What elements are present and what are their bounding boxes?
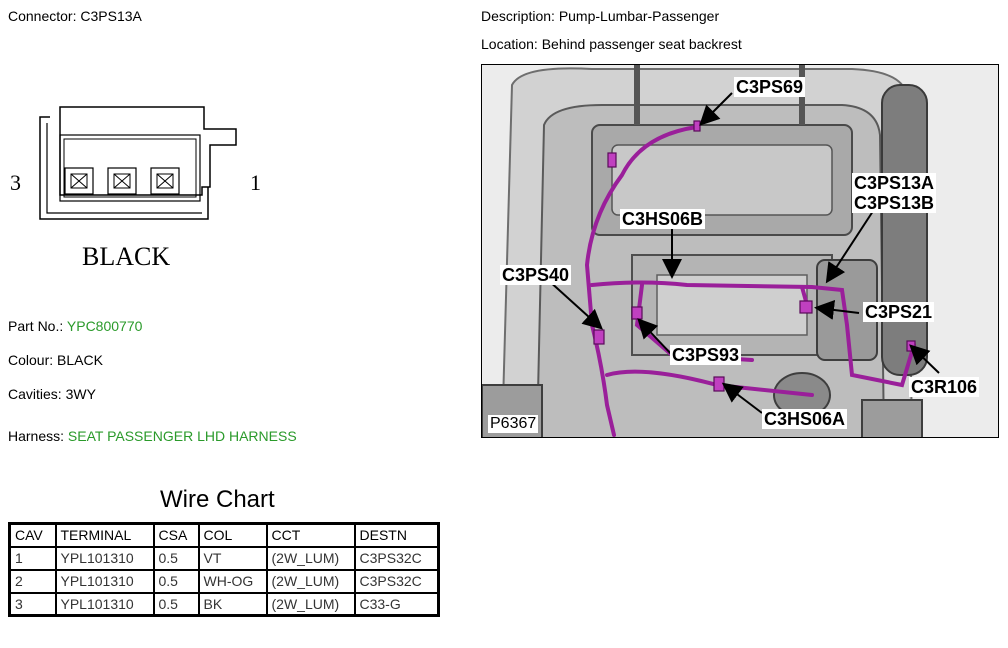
header-cct: CCT (265, 522, 356, 548)
colour-value: BLACK (57, 352, 103, 368)
photo-reference: P6367 (488, 415, 539, 433)
table-row: 1 YPL101310 0.5 VT (2W_LUM) C3PS32C (8, 545, 440, 571)
location-line: Location: Behind passenger seat backrest (481, 36, 742, 52)
callout-c3ps93: C3PS93 (670, 345, 742, 365)
header-terminal: TERMINAL (54, 522, 155, 548)
colour-line: Colour: BLACK (8, 352, 103, 368)
cavities-value: 3WY (65, 386, 96, 402)
callout-c3ps40: C3PS40 (500, 265, 572, 285)
connector-face-drawing: 3 1 BLACK (10, 106, 261, 271)
cavity-2-terminal (107, 167, 137, 195)
callout-c3ps13b: C3PS13B (852, 193, 937, 213)
connector-outer-outline (59, 106, 237, 196)
part-no-line: Part No.: YPC800770 (8, 318, 142, 334)
wire-chart-table: CAV TERMINAL CSA COL CCT DESTN 1 YPL1013… (8, 522, 440, 617)
cell-cct: (2W_LUM) (265, 545, 356, 571)
part-no-label: Part No.: (8, 318, 64, 334)
callout-c3r106: C3R106 (909, 377, 980, 397)
cell-csa: 0.5 (152, 591, 200, 617)
harness-label: Harness: (8, 428, 65, 444)
callout-c3ps21: C3PS21 (863, 302, 935, 322)
header-col: COL (197, 522, 268, 548)
cavity-1-terminal (150, 167, 180, 195)
cavities-line: Cavities: 3WY (8, 386, 96, 402)
part-no-link[interactable]: YPC800770 (66, 318, 143, 334)
header-csa: CSA (152, 522, 200, 548)
cell-cav: 2 (8, 568, 57, 594)
cavities-label: Cavities: (8, 386, 62, 402)
cavity-3-terminal (64, 167, 94, 195)
cell-cct: (2W_LUM) (265, 591, 356, 617)
table-row: 3 YPL101310 0.5 BK (2W_LUM) C33-G (8, 591, 440, 617)
cell-terminal: YPL101310 (54, 545, 155, 571)
cell-cct: (2W_LUM) (265, 568, 356, 594)
seat-frame-illustration (482, 65, 998, 437)
callout-arrows (547, 92, 940, 414)
drawing-colour-caption: BLACK (82, 242, 170, 271)
harness-link[interactable]: SEAT PASSENGER LHD HARNESS (67, 428, 297, 444)
cell-csa: 0.5 (152, 545, 200, 571)
callout-c3hs06a: C3HS06A (762, 409, 848, 429)
cell-destn: C33-G (353, 591, 440, 617)
connector-label: Connector: (8, 8, 77, 24)
table-row: 2 YPL101310 0.5 WH-OG (2W_LUM) C3PS32C (8, 568, 440, 594)
callout-c3ps13a: C3PS13A (852, 173, 937, 193)
cell-col: BK (197, 591, 268, 617)
cell-terminal: YPL101310 (54, 568, 155, 594)
cell-destn: C3PS32C (353, 545, 440, 571)
cavity-3-number: 3 (10, 170, 21, 195)
connector-cavity-block-inner (63, 138, 197, 198)
wire-chart-title: Wire Chart (160, 486, 275, 513)
location-photo: C3PS69 C3PS13A C3PS13B C3HS06B C3PS40 C3… (481, 64, 999, 438)
location-value: Behind passenger seat backrest (541, 36, 742, 52)
wire-chart-header-row: CAV TERMINAL CSA COL CCT DESTN (8, 522, 440, 548)
connector-id: C3PS13A (80, 8, 142, 24)
harness-line: Harness: SEAT PASSENGER LHD HARNESS (8, 428, 297, 444)
description-value: Pump-Lumbar-Passenger (558, 8, 720, 24)
cell-col: VT (197, 545, 268, 571)
location-label: Location: (481, 36, 538, 52)
cell-csa: 0.5 (152, 568, 200, 594)
cavity-1-number: 1 (250, 170, 261, 195)
cell-cav: 1 (8, 545, 57, 571)
cell-col: WH-OG (197, 568, 268, 594)
description-label: Description: (481, 8, 555, 24)
callout-c3hs06b: C3HS06B (620, 209, 706, 229)
header-cav: CAV (8, 522, 57, 548)
cell-terminal: YPL101310 (54, 591, 155, 617)
connector-cavity-block (59, 134, 201, 202)
connector-shell-inner (46, 123, 202, 214)
header-destn: DESTN (353, 522, 440, 548)
connector-line: Connector: C3PS13A (8, 8, 142, 24)
callout-c3ps69: C3PS69 (734, 77, 806, 97)
description-line: Description: Pump-Lumbar-Passenger (481, 8, 719, 24)
connector-shell-outline (39, 116, 209, 220)
cell-destn: C3PS32C (353, 568, 440, 594)
colour-label: Colour: (8, 352, 54, 368)
cell-cav: 3 (8, 591, 57, 617)
